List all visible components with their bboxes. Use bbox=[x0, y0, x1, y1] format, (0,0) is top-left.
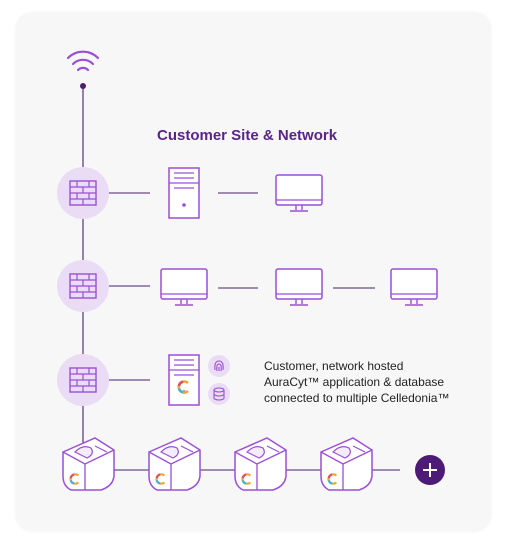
plus-icon bbox=[415, 455, 445, 485]
celledonia-device-icon bbox=[234, 437, 287, 491]
wifi-icon bbox=[66, 50, 100, 72]
monitor-icon bbox=[160, 268, 208, 306]
app-description: Customer, network hosted AuraCyt™ applic… bbox=[264, 358, 494, 406]
firewall-icon bbox=[57, 167, 109, 219]
celledonia-device-icon bbox=[148, 437, 201, 491]
database-icon bbox=[208, 383, 230, 405]
monitor-icon bbox=[275, 268, 323, 306]
celledonia-device-icon bbox=[62, 437, 115, 491]
description-line: connected to multiple Celledonia™ bbox=[264, 391, 450, 405]
description-line: AuraCyt™ application & database bbox=[264, 375, 445, 389]
server-tower-icon bbox=[168, 167, 200, 219]
description-line: Customer, network hosted bbox=[264, 359, 404, 373]
firewall-icon bbox=[57, 260, 109, 312]
wifi-node bbox=[80, 83, 86, 89]
fingerprint-icon bbox=[208, 355, 230, 377]
monitor-icon bbox=[275, 174, 323, 212]
server-tower-icon bbox=[168, 354, 200, 406]
diagram-title: Customer Site & Network bbox=[157, 127, 338, 144]
monitor-icon bbox=[390, 268, 438, 306]
celledonia-device-icon bbox=[320, 437, 373, 491]
firewall-icon bbox=[57, 354, 109, 406]
